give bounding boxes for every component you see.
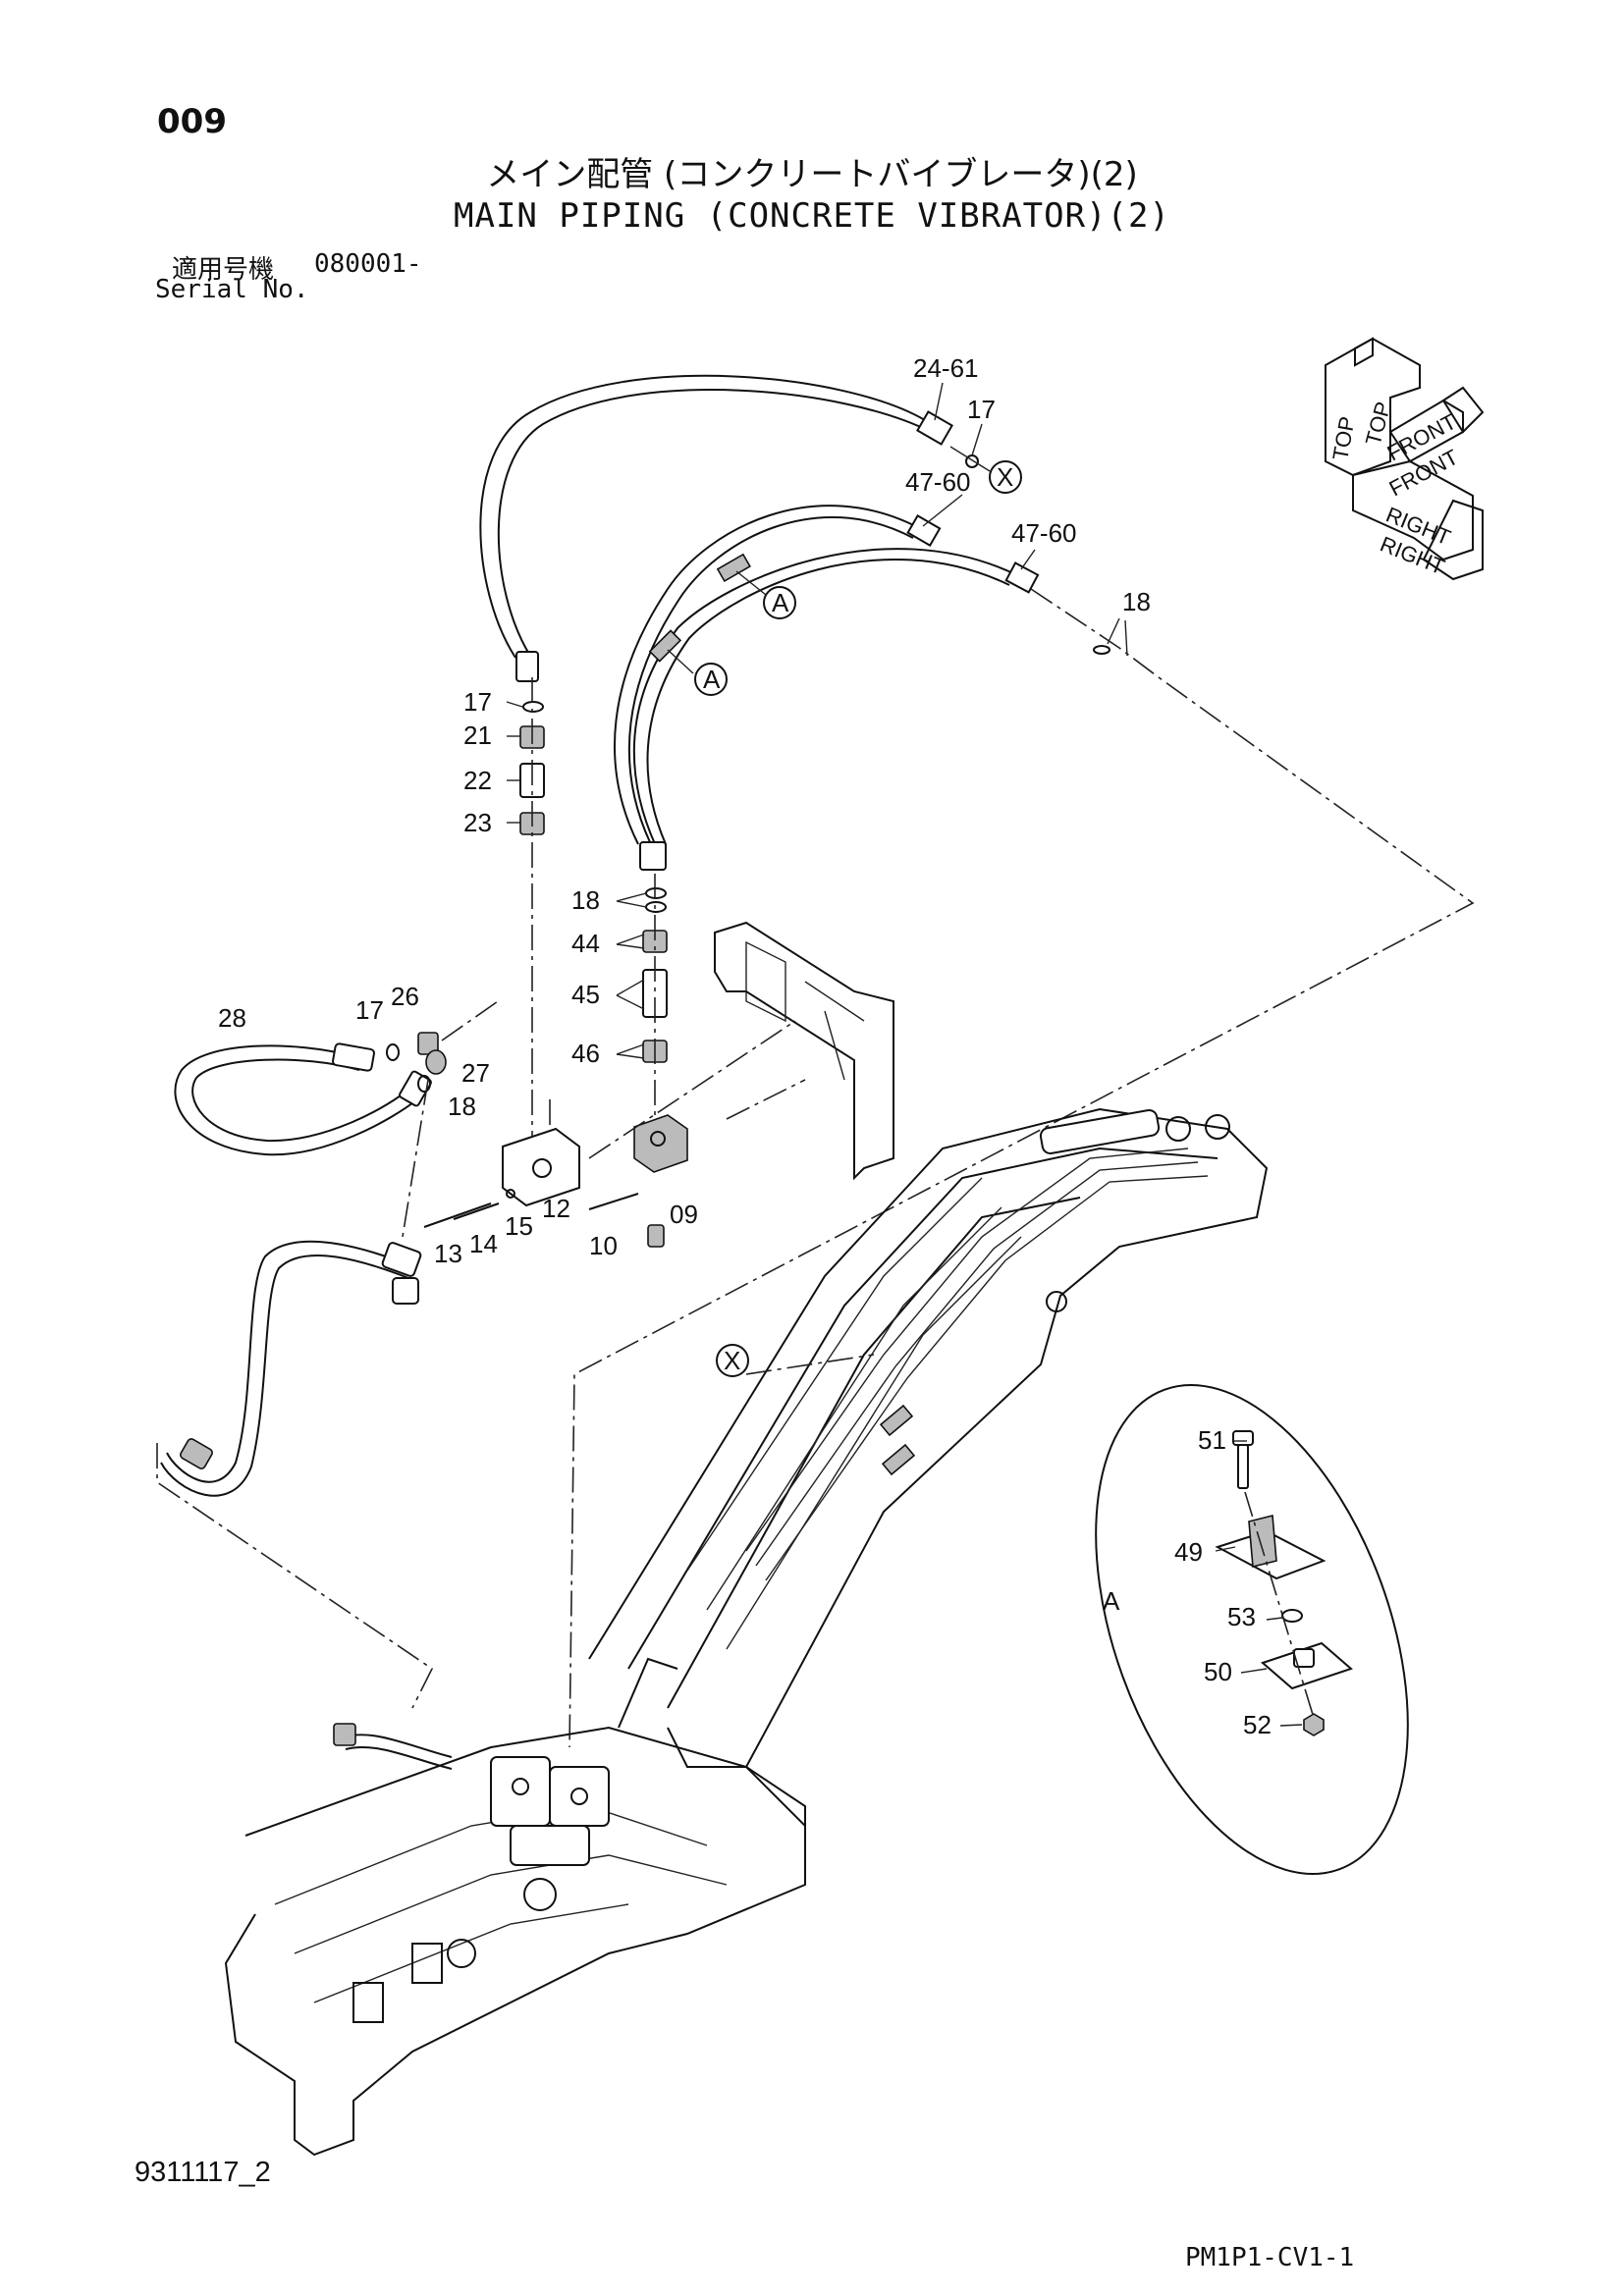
callout-45: 45: [571, 980, 600, 1009]
orientation-top-label: TOP: [1327, 414, 1359, 461]
callout-47-60-b: 47-60: [1011, 518, 1077, 548]
callout-23: 23: [463, 808, 492, 837]
boom-and-frame: [224, 1107, 1269, 2157]
callout-17-left: 17: [463, 687, 492, 717]
callout-51: 51: [1198, 1425, 1226, 1455]
callout-09: 09: [670, 1200, 698, 1229]
callout-22: 22: [463, 766, 492, 795]
callout-18-mid: 18: [571, 885, 600, 915]
callout-x-top: X: [997, 462, 1013, 492]
serial-label-english: Serial No.: [155, 275, 309, 304]
callout-12: 12: [542, 1194, 570, 1223]
callout-53: 53: [1227, 1602, 1256, 1631]
callout-15: 15: [505, 1211, 533, 1241]
leader-lines: [506, 382, 1303, 1727]
drawing-id: 9311117_2: [135, 2157, 271, 2188]
callout-17-hose: 17: [355, 995, 384, 1025]
callout-44: 44: [571, 929, 600, 958]
callout-50: 50: [1204, 1657, 1232, 1686]
valve-block-assembly: [423, 1020, 796, 1248]
upper-hose-assembly: [479, 374, 1475, 1748]
callout-47-60-a: 47-60: [905, 467, 971, 497]
fitting-stack-right: [642, 874, 668, 1139]
callout-24-61: 24-61: [913, 353, 979, 383]
page-id: PM1P1-CV1-1: [1185, 2243, 1355, 2272]
mounting-bracket: [714, 921, 894, 1181]
callout-10: 10: [589, 1231, 618, 1260]
callout-26: 26: [391, 982, 419, 1011]
callout-28: 28: [218, 1003, 246, 1033]
callout-a-upper: A: [772, 588, 789, 617]
serial-number-value: 080001-: [314, 249, 422, 279]
detail-a-view: [1095, 1384, 1409, 1875]
callout-14: 14: [469, 1229, 498, 1258]
left-pipe-route: [156, 1240, 434, 1709]
callout-13: 13: [434, 1239, 462, 1268]
title-english: MAIN PIPING (CONCRETE VIBRATOR)(2): [454, 196, 1170, 236]
orientation-cube-icon: TOP TOP FRONT FRONT RIGHT RIGHT: [1325, 337, 1485, 581]
callout-a-lower: A: [703, 665, 721, 694]
callout-52: 52: [1243, 1710, 1272, 1739]
detail-a-label: A: [1103, 1586, 1120, 1616]
serial-label-japanese: 適用号機: [172, 255, 275, 285]
callout-17-top: 17: [967, 395, 996, 424]
callout-18-hose: 18: [448, 1092, 476, 1121]
callout-46: 46: [571, 1039, 600, 1068]
callout-27: 27: [461, 1058, 490, 1088]
callout-49: 49: [1174, 1537, 1203, 1567]
callout-18-right: 18: [1122, 587, 1151, 616]
page-code: 009: [157, 102, 227, 141]
fitting-stack-left: [519, 677, 545, 1148]
hose-28: [174, 998, 502, 1238]
callout-x-bottom: X: [724, 1346, 740, 1375]
callout-21: 21: [463, 721, 492, 750]
title-japanese: メイン配管 (コンクリートバイブレータ)(2): [486, 155, 1138, 194]
callout-labels: 24-61 17 X 47-60 47-60 A A 18 17 21 22 2…: [218, 353, 1272, 1739]
